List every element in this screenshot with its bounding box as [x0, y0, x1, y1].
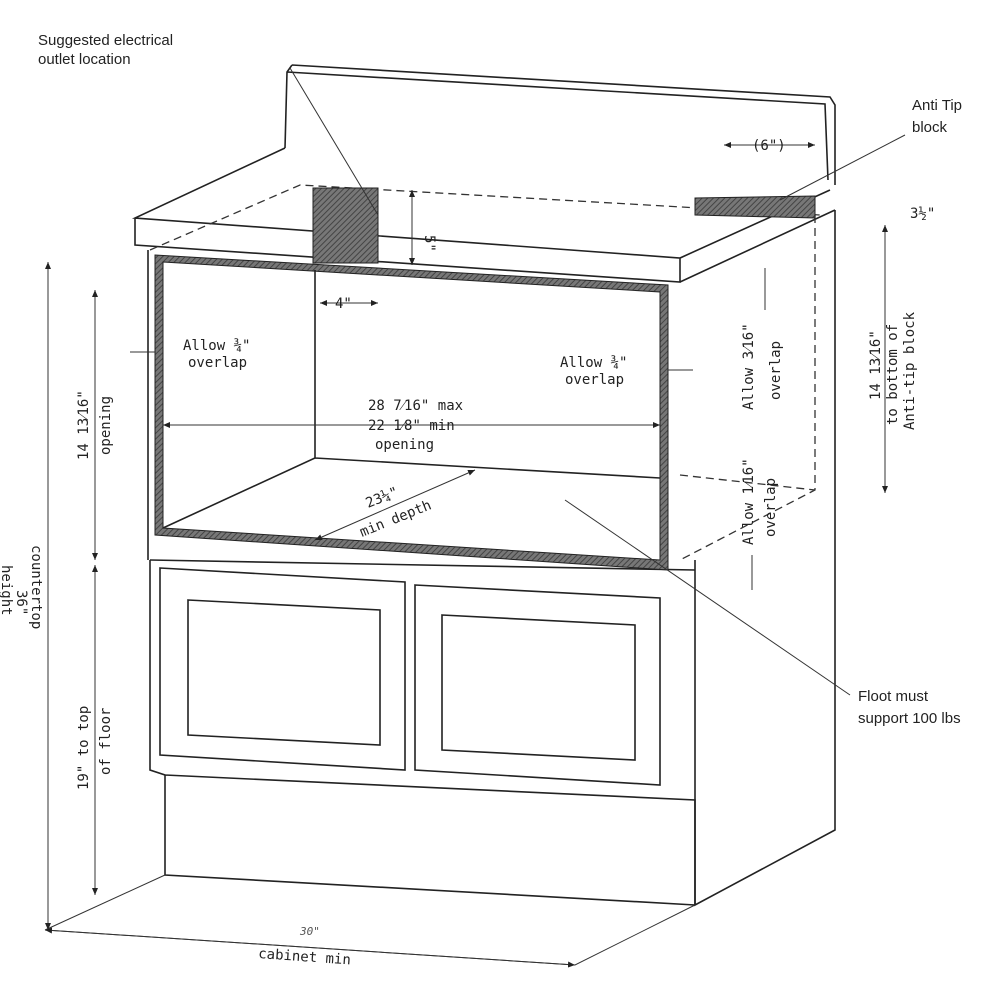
bottom-overlap-line2: overlap	[763, 478, 779, 537]
electrical-outlet-block	[312, 187, 379, 264]
outlet-callout-line1: Suggested electrical	[38, 32, 173, 49]
anti-tip-distance-line3: Anti-tip block	[902, 311, 918, 430]
bottom-overlap-line1: Allow 1⁄16"	[741, 458, 757, 545]
opening-height-caption: opening	[98, 396, 114, 455]
backsplash	[284, 64, 836, 185]
anti-tip-callout-line1: Anti Tip	[912, 97, 962, 114]
anti-tip-block	[694, 195, 816, 219]
floor-callout-line1: Floot must	[858, 688, 929, 705]
dimension-lines	[44, 67, 906, 968]
anti-tip-callout-line2: block	[912, 119, 948, 136]
outlet-callout-line2: outlet location	[38, 51, 131, 68]
anti-tip-width-label: (6")	[752, 138, 786, 154]
drawer-fronts	[159, 567, 661, 786]
opening-width-caption: opening	[375, 437, 434, 453]
opening-height-value: 14 13⁄16"	[76, 390, 92, 460]
cabinet-width-value: 30"	[299, 925, 320, 938]
anti-tip-distance-value: 14 13⁄16"	[868, 330, 884, 400]
countertop-height-line2: countertop	[28, 545, 44, 629]
floor-height-line2: of floor	[98, 708, 114, 775]
top-overlap-line2: overlap	[768, 341, 784, 400]
top-overlap-line1: Allow 3⁄16"	[741, 323, 757, 410]
floor-height-line1: 19" to top	[76, 706, 92, 790]
cabinet-width-caption: cabinet min	[258, 946, 352, 968]
outlet-width-label: 4"	[335, 296, 352, 312]
anti-tip-height-label: 3½"	[910, 206, 935, 222]
opening-width-max: 28 7⁄16" max	[368, 398, 463, 414]
anti-tip-distance-line2: to bottom of	[885, 324, 901, 425]
left-overlap-line1: Allow ¾"	[183, 338, 250, 354]
countertop	[131, 147, 836, 283]
left-overlap-line2: overlap	[188, 355, 247, 371]
opening-depth-value: 23¼"	[364, 484, 401, 511]
outlet-height-label: 5"	[421, 235, 437, 252]
countertop-height-line3: height	[0, 565, 14, 616]
right-overlap-line2: overlap	[565, 372, 624, 388]
countertop-height-value: 36"	[13, 590, 29, 615]
opening-width-min: 22 1⁄8" min	[368, 418, 455, 434]
floor-callout-line2: support 100 lbs	[858, 710, 961, 727]
right-overlap-line1: Allow ¾"	[560, 355, 627, 371]
cabinet-base	[149, 560, 696, 906]
